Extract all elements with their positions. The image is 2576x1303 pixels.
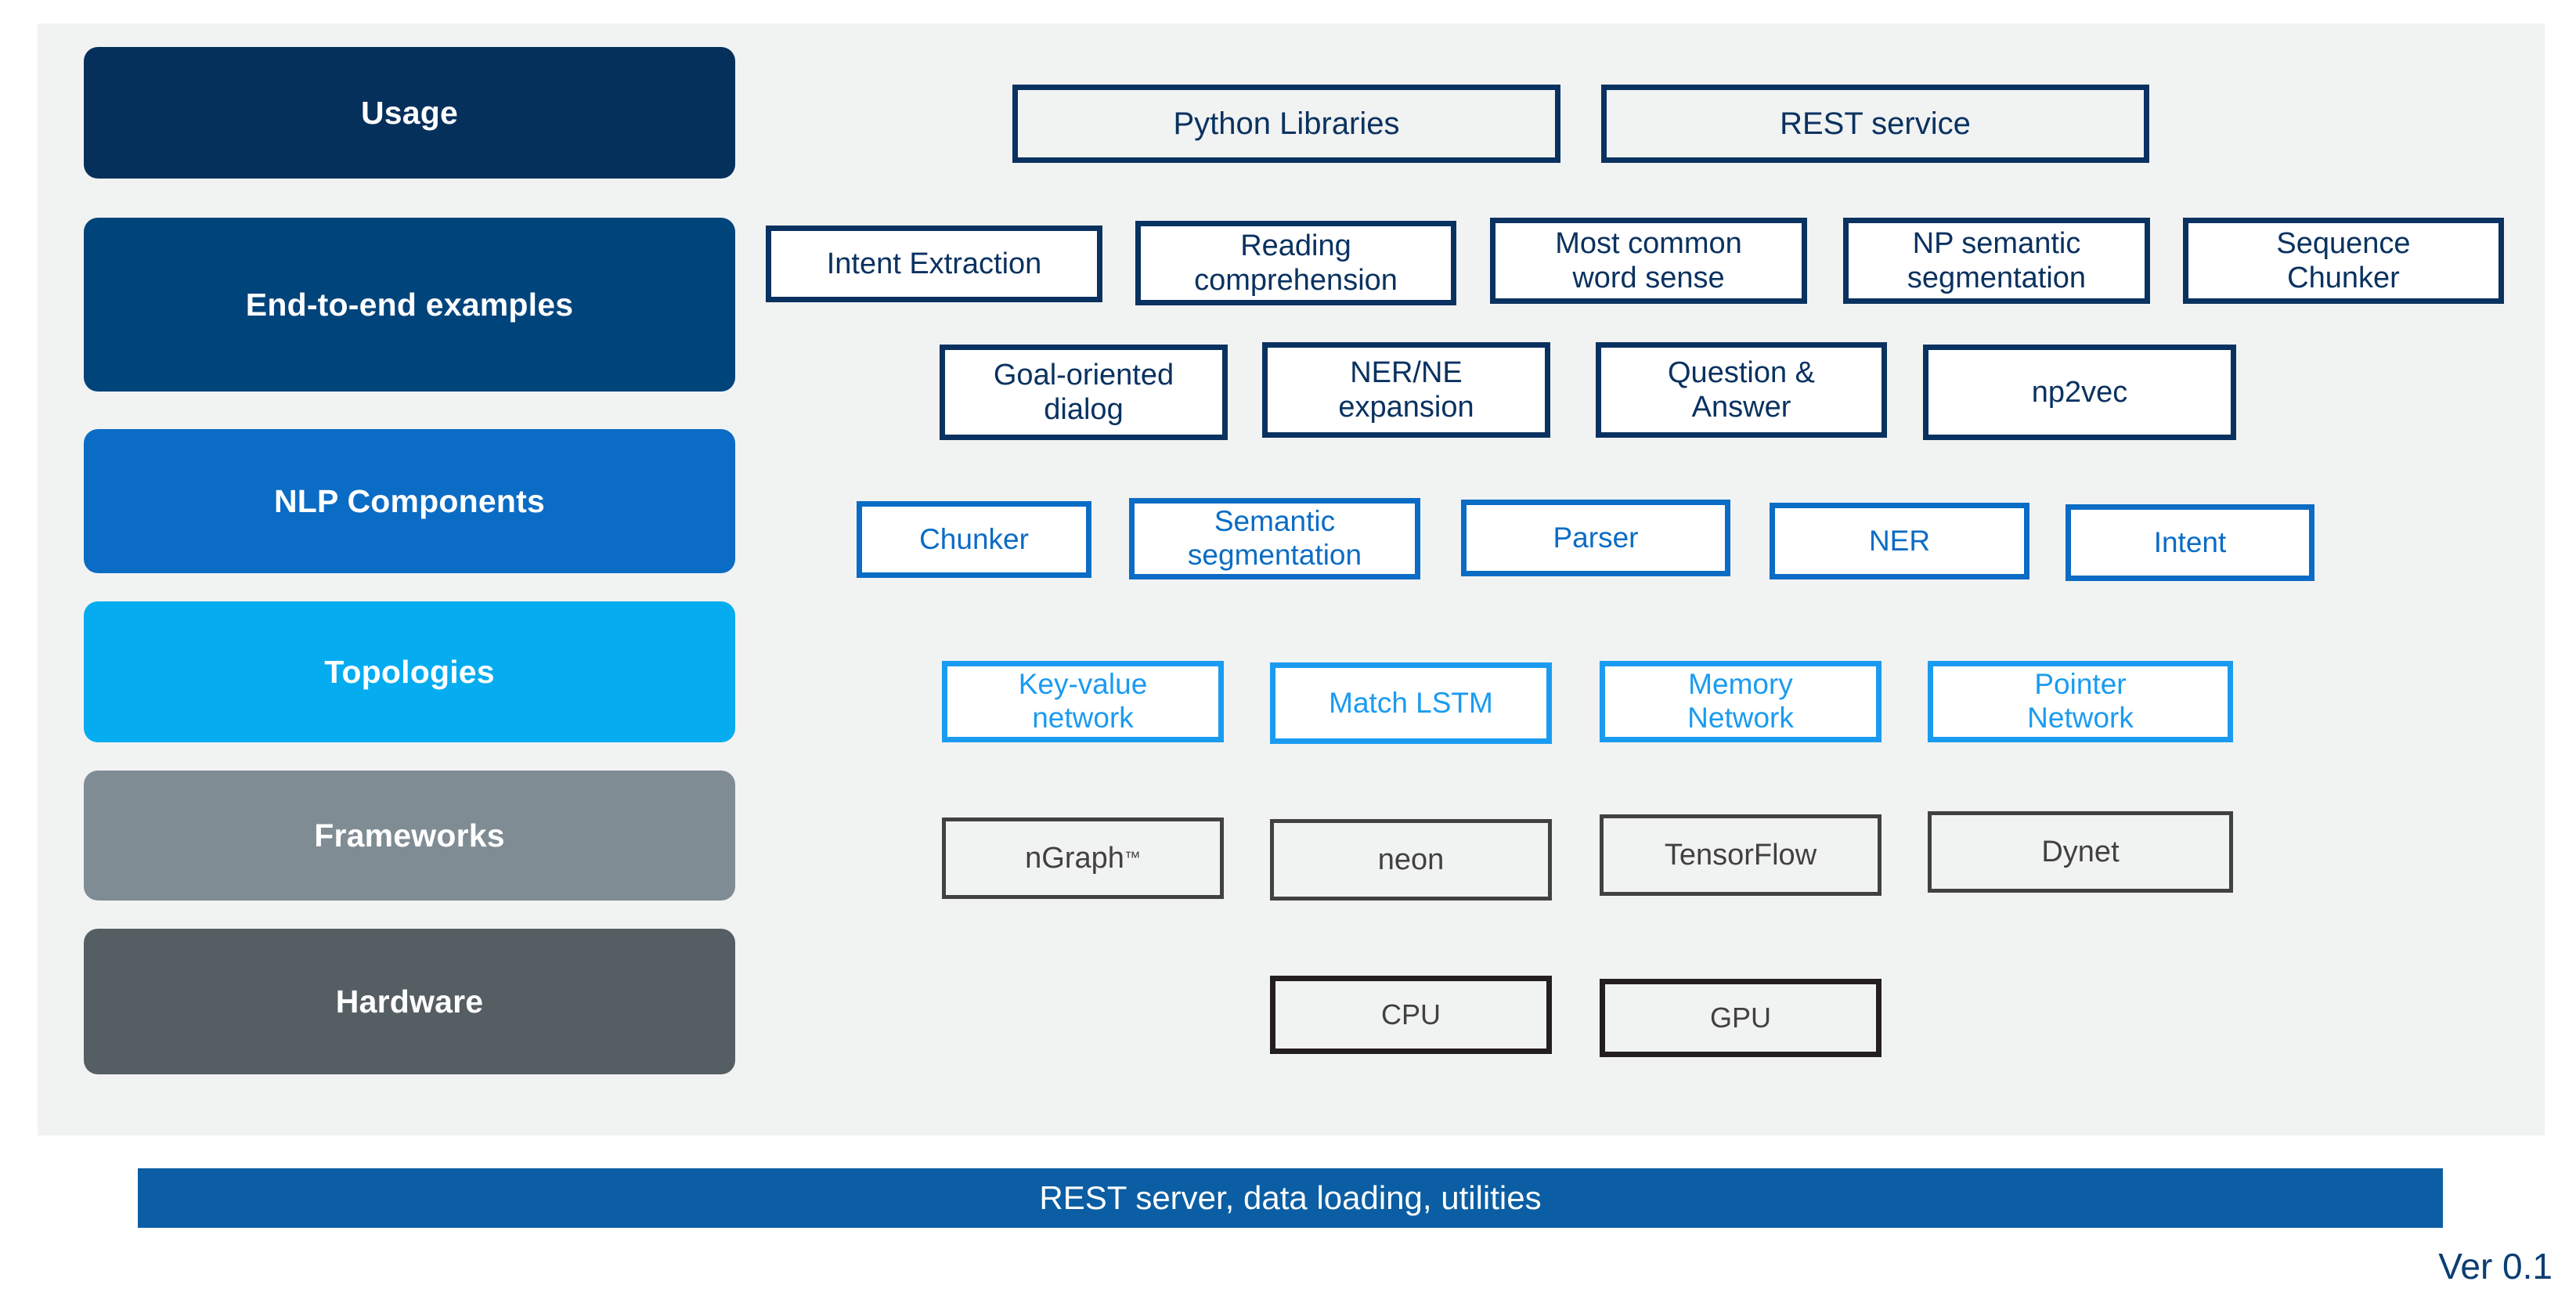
layer-chip-label: End-to-end examples: [245, 286, 574, 323]
layer-chip-usage[interactable]: Usage: [84, 47, 735, 179]
node-box[interactable]: Question &Answer: [1596, 342, 1887, 438]
layer-chip-e2e[interactable]: End-to-end examples: [84, 218, 735, 392]
node-box[interactable]: Intent: [2065, 504, 2314, 581]
layer-chip-components[interactable]: NLP Components: [84, 429, 735, 573]
node-label: Intent Extraction: [826, 247, 1042, 280]
trademark-symbol: ™: [1124, 848, 1141, 867]
layer-chip-topologies[interactable]: Topologies: [84, 601, 735, 742]
node-label: Parser: [1553, 521, 1639, 554]
node-label: Python Libraries: [1173, 106, 1400, 141]
version-label: Ver 0.1: [2438, 1246, 2553, 1287]
layer-chip-frameworks[interactable]: Frameworks: [84, 771, 735, 901]
node-box[interactable]: Intent Extraction: [766, 226, 1102, 302]
node-label: REST service: [1780, 106, 1971, 141]
node-box[interactable]: Python Libraries: [1012, 85, 1560, 163]
node-box[interactable]: NER: [1770, 503, 2029, 579]
node-label: np2vec: [2031, 375, 2128, 409]
node-label: Chunker: [919, 522, 1029, 555]
node-box[interactable]: CPU: [1270, 976, 1552, 1054]
bottom-bar-label: REST server, data loading, utilities: [1039, 1179, 1542, 1216]
node-label: CPU: [1380, 998, 1441, 1031]
node-label: Match LSTM: [1329, 686, 1493, 719]
node-box[interactable]: Chunker: [857, 501, 1091, 578]
node-label: TensorFlow: [1664, 838, 1817, 872]
node-label: GPU: [1709, 1002, 1771, 1034]
layer-chip-label: Topologies: [324, 653, 495, 690]
layer-chip-label: Usage: [360, 94, 459, 131]
node-box[interactable]: REST service: [1601, 85, 2149, 163]
node-label: Intent: [2153, 525, 2227, 558]
node-label: Question &Answer: [1668, 356, 1815, 424]
layer-chip-label: Frameworks: [314, 817, 505, 854]
node-label: nGraph: [1025, 841, 1124, 875]
node-label: Dynet: [2041, 835, 2120, 868]
layer-chip-hardware[interactable]: Hardware: [84, 929, 735, 1074]
node-box[interactable]: neon: [1270, 819, 1552, 901]
node-label: NER: [1868, 524, 1931, 557]
node-box[interactable]: Parser: [1461, 500, 1730, 576]
node-box[interactable]: GPU: [1600, 979, 1881, 1057]
node-label: neon: [1377, 843, 1445, 876]
node-box[interactable]: np2vec: [1923, 345, 2236, 440]
layer-chip-label: NLP Components: [274, 482, 545, 519]
layer-chip-label: Hardware: [335, 983, 484, 1020]
node-box[interactable]: TensorFlow: [1600, 814, 1881, 896]
node-box[interactable]: Match LSTM: [1270, 662, 1552, 744]
node-box[interactable]: Dynet: [1928, 811, 2233, 893]
bottom-bar: REST server, data loading, utilities: [138, 1168, 2443, 1228]
